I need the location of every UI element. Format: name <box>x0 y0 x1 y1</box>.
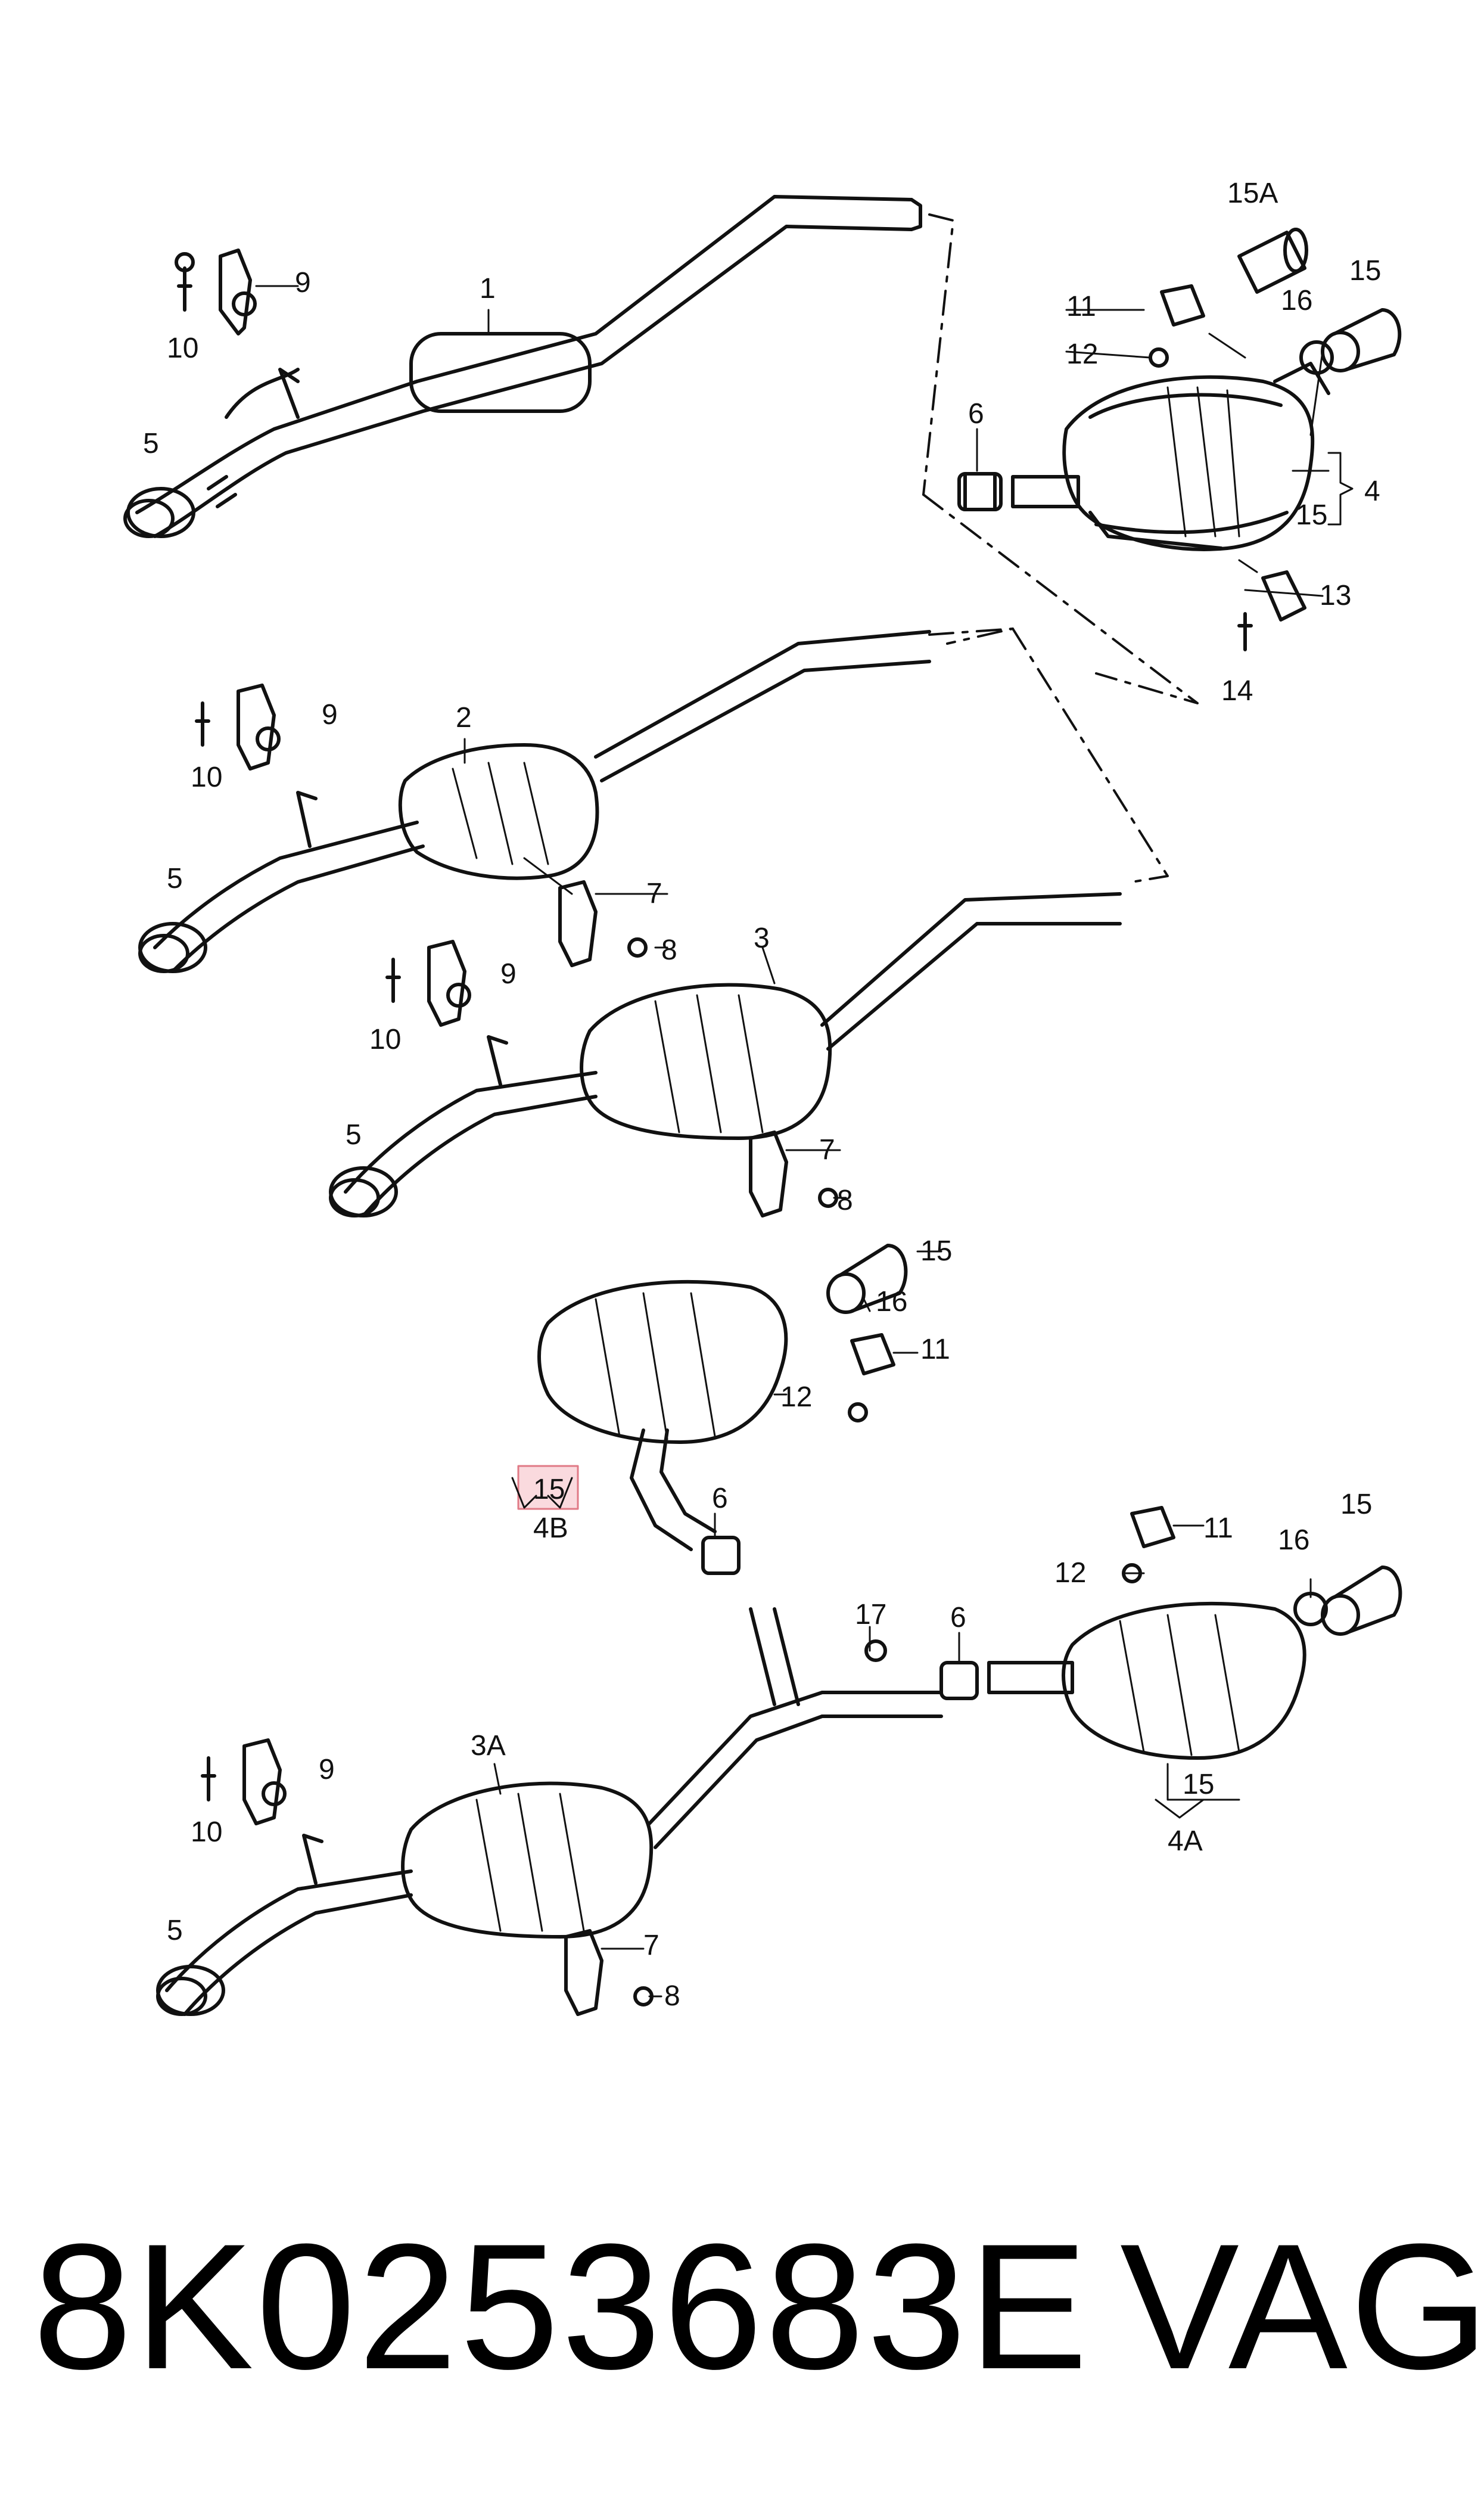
hanger-7-8-c <box>564 1929 654 2016</box>
rear-muffler-assembly-4 <box>1011 362 1330 551</box>
label-5-d: 5 <box>167 1915 183 1946</box>
hanger-9-10-b <box>195 684 281 771</box>
label-4B: 4B <box>533 1512 568 1544</box>
label-7-c: 7 <box>643 1930 659 1961</box>
label-9-c: 9 <box>500 958 517 990</box>
label-4: 4 <box>1364 476 1380 507</box>
label-5-c: 5 <box>346 1119 362 1151</box>
bracket-11-12-c <box>1122 1506 1175 1583</box>
leader-lines <box>261 285 1330 1998</box>
brace-15-4 <box>1327 452 1354 526</box>
label-2: 2 <box>456 702 472 734</box>
label-15-f: 15 <box>1183 1769 1214 1800</box>
clip-16-c <box>1293 1592 1328 1626</box>
label-12-c: 12 <box>1054 1557 1086 1589</box>
label-14: 14 <box>1221 675 1253 707</box>
brand-text: VAG <box>1120 2206 1484 2406</box>
label-8-a: 8 <box>661 934 677 966</box>
tailpipe-15-c <box>1321 1566 1402 1636</box>
callout-labels: 1 9 10 5 15A 15 11 16 12 6 15 4 13 14 2 … <box>143 178 1381 2012</box>
label-16-a: 16 <box>1281 285 1312 316</box>
tailpipe-15A <box>1237 228 1308 294</box>
label-15-c: 15 <box>920 1235 952 1267</box>
label-6-a: 6 <box>968 398 984 430</box>
label-16-b: 16 <box>876 1286 907 1318</box>
hanger-9-10-d <box>201 1738 287 1825</box>
clamp-6-c <box>939 1661 979 1700</box>
label-16-c: 16 <box>1278 1524 1309 1556</box>
label-6-c: 6 <box>950 1602 966 1633</box>
bracket-13-14 <box>1237 559 1306 651</box>
label-15-a: 15 <box>1349 255 1381 287</box>
label-10-c: 10 <box>369 1024 401 1055</box>
brace-15-4A <box>1155 1799 1205 1819</box>
y-pipe-section <box>820 1639 943 1718</box>
label-15A: 15A <box>1227 178 1278 209</box>
label-15-d: 15 <box>533 1474 565 1505</box>
label-11-b: 11 <box>920 1334 950 1365</box>
label-11-c: 11 <box>1203 1512 1233 1544</box>
hanger-9-10-a <box>175 249 299 336</box>
label-8-c: 8 <box>664 1980 680 2012</box>
label-6-b: 6 <box>712 1483 728 1514</box>
connector-lines <box>922 213 1199 883</box>
label-12-a: 12 <box>1066 338 1098 370</box>
label-7-a: 7 <box>646 878 662 909</box>
label-10-d: 10 <box>191 1816 222 1848</box>
hanger-9-10-c <box>385 940 471 1027</box>
hanger-7-8-a <box>523 857 648 967</box>
label-7-b: 7 <box>819 1134 835 1166</box>
label-15-b: 15 <box>1296 499 1327 531</box>
label-13: 13 <box>1320 580 1351 611</box>
rear-muffler-assembly-4B <box>537 1279 788 1551</box>
center-muffler-assembly-3A <box>156 1607 824 2016</box>
label-8-b: 8 <box>837 1185 853 1216</box>
bracket-11-12-a <box>1149 284 1246 368</box>
front-pipe-assembly-1 <box>123 195 922 538</box>
clamp-6-b <box>701 1536 741 1575</box>
label-5-a: 5 <box>143 428 159 459</box>
label-9-a: 9 <box>295 267 311 299</box>
label-17: 17 <box>855 1599 886 1630</box>
brace-15-4B <box>511 1477 573 1509</box>
label-10-a: 10 <box>167 333 198 364</box>
label-10-b: 10 <box>191 762 222 793</box>
label-5-b: 5 <box>167 863 183 894</box>
label-9-b: 9 <box>322 699 338 731</box>
label-12-b: 12 <box>780 1381 812 1413</box>
tailpipe-15-a <box>1321 308 1402 372</box>
bracket-11-12-b <box>848 1333 895 1422</box>
part-number-text: 8K0253683E <box>33 2206 1090 2406</box>
front-pipe-assembly-2 <box>138 630 931 973</box>
clamp-6-a <box>957 472 1003 511</box>
rear-muffler-assembly-4A <box>987 1601 1306 1760</box>
label-3: 3 <box>754 923 770 954</box>
label-1: 1 <box>480 273 496 305</box>
label-11-a: 11 <box>1066 291 1096 322</box>
label-3A: 3A <box>471 1730 506 1762</box>
clip-16-a <box>1299 340 1334 375</box>
muffler-assembly-3 <box>329 892 1122 1217</box>
label-15-e: 15 <box>1340 1489 1372 1520</box>
label-4A: 4A <box>1168 1825 1203 1857</box>
tailpipe-15-b <box>826 1244 908 1314</box>
label-9-d: 9 <box>319 1754 335 1785</box>
